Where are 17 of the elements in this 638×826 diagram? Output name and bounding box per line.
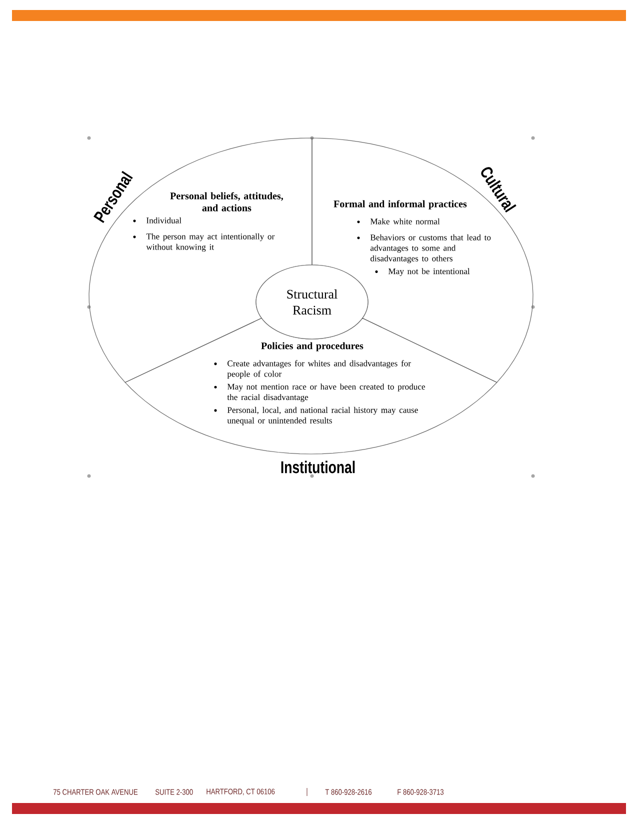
footer-text: T 860-928-2616 — [325, 789, 372, 795]
footer-text: F 860-928-3713 — [398, 789, 444, 795]
bullet-item: Personal, local, and national racial history may cause unequal or unintended results — [227, 406, 418, 426]
bullet-item: Behaviors or customs that lead to advantages to some and disadvantages to others — [370, 234, 491, 264]
bullet-item: May not mention race or have been created to produce the racial disadvantage — [227, 384, 426, 402]
bullet-item: Individual — [146, 217, 182, 224]
bullet-item: The person may act intentionally or without knowing it — [146, 233, 275, 252]
footer-text: HARTFORD, CT 06106 — [206, 788, 275, 796]
bullet-item: Create advantages for whites and disadvantages for people of color — [227, 360, 411, 379]
footer-text: SUITE 2-300 — [155, 789, 193, 795]
bullet-item: Make white normal — [370, 218, 440, 224]
category-label: Institutional — [281, 460, 355, 474]
sector-heading: Personal beliefs, attitudes, and actions — [170, 192, 283, 212]
sector-heading: Policies and procedures — [261, 342, 364, 352]
bullet-item: May not be intentional — [388, 268, 470, 276]
sector-heading: Formal and informal practices — [334, 200, 467, 210]
footer-text: 75 CHARTER OAK AVENUE — [54, 789, 138, 795]
